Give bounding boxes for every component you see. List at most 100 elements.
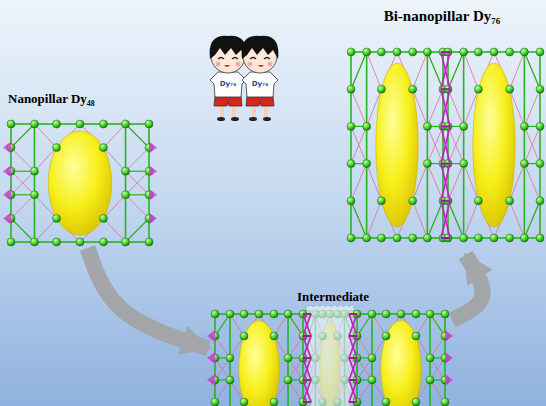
cluster-figure: Intermediate — [214, 284, 452, 404]
cluster-part — [218, 58, 224, 60]
cluster-part — [240, 310, 248, 318]
cluster-part — [11, 171, 34, 195]
cluster-part — [3, 142, 11, 154]
cluster-part — [125, 124, 127, 171]
cluster-part — [536, 48, 544, 56]
cluster-part — [76, 120, 84, 128]
shirt-text: Dy₇₆ — [252, 81, 269, 88]
cluster-part — [349, 314, 357, 336]
cluster-part — [311, 376, 319, 384]
cluster-part — [242, 36, 279, 59]
cluster-part — [441, 51, 450, 53]
cluster-part — [349, 313, 357, 315]
cluster-part — [349, 379, 357, 381]
cluster-part — [382, 398, 390, 406]
cluster-part — [351, 201, 367, 238]
cluster-part — [367, 201, 382, 238]
cluster-part — [226, 354, 234, 362]
cluster-part — [270, 398, 278, 406]
cluster-part — [353, 310, 449, 406]
cluster-part — [214, 96, 242, 106]
cluster-part — [315, 314, 317, 358]
cluster-part — [122, 167, 130, 175]
cluster-part — [448, 52, 464, 89]
cluster-part — [382, 332, 390, 340]
cluster-part — [363, 160, 371, 168]
cluster-part — [524, 52, 540, 89]
cluster-part — [122, 120, 130, 128]
cluster-part — [441, 398, 449, 406]
cluster-part — [341, 310, 349, 318]
cluster-part — [427, 52, 443, 89]
cluster-part — [441, 164, 450, 201]
cluster-part — [426, 310, 434, 318]
cluster-part — [236, 62, 241, 67]
cluster-part — [53, 238, 61, 246]
cluster-part — [426, 354, 434, 362]
cluster-part — [99, 238, 107, 246]
cluster-part — [103, 218, 125, 242]
cluster-part — [448, 89, 464, 126]
cluster-part — [350, 126, 352, 163]
cluster-part — [3, 212, 11, 224]
cluster-part — [347, 234, 355, 242]
cluster-part — [441, 163, 450, 165]
cluster-part — [53, 144, 61, 152]
cluster-part — [427, 126, 429, 163]
cluster-part — [441, 237, 450, 239]
cluster-part — [441, 125, 450, 127]
figure-heading: Nanopillar Dy₄₈ — [8, 91, 95, 107]
cluster-part — [409, 48, 417, 56]
cluster-part — [126, 218, 149, 242]
cluster-part — [349, 357, 357, 359]
cluster-part — [149, 142, 157, 154]
cluster-part — [377, 48, 385, 56]
figure-heading: Bi-nanopillar Dy₇₆ — [384, 8, 501, 25]
cluster-part — [413, 201, 428, 238]
cluster-part — [344, 314, 346, 358]
cluster-part — [34, 218, 56, 242]
cluster-part — [270, 310, 278, 318]
cluster-part — [463, 164, 465, 238]
cluster-part — [445, 330, 453, 342]
cluster-part — [473, 63, 515, 227]
cluster-part — [268, 62, 273, 67]
cluster-part — [351, 201, 367, 238]
cluster-part — [347, 48, 355, 56]
cluster-part — [303, 380, 311, 402]
cluster-part — [242, 36, 279, 121]
cluster-part — [363, 48, 371, 56]
cluster-part — [341, 376, 349, 384]
cluster-part — [229, 314, 231, 358]
cluster-part — [520, 48, 528, 56]
cluster-part — [53, 214, 61, 222]
cluster-part — [11, 218, 34, 242]
cluster-part — [441, 310, 449, 318]
cartoon-kids — [210, 36, 279, 121]
cluster-part — [382, 310, 390, 318]
cluster-part — [303, 313, 311, 315]
cluster-part — [304, 310, 356, 406]
cluster-part — [366, 52, 368, 126]
cluster-part — [311, 354, 319, 362]
cluster-part — [145, 238, 153, 246]
cluster-part — [460, 234, 468, 242]
cluster-part — [423, 160, 431, 168]
cluster-part — [3, 120, 157, 246]
transformation-arrow — [452, 255, 483, 320]
cluster-part — [303, 357, 311, 359]
cluster-part — [363, 234, 371, 242]
cluster-part — [211, 310, 219, 318]
cluster-part — [350, 164, 352, 201]
cluster-part — [463, 52, 465, 126]
cluster-part — [474, 48, 482, 56]
cluster-part — [30, 191, 38, 199]
cluster-part — [377, 85, 385, 93]
cluster-part — [264, 58, 270, 60]
cluster-part — [377, 234, 385, 242]
cluster-part — [303, 401, 311, 403]
cluster-part — [3, 189, 11, 201]
cluster-part — [216, 62, 221, 67]
cluster-part — [126, 195, 149, 219]
